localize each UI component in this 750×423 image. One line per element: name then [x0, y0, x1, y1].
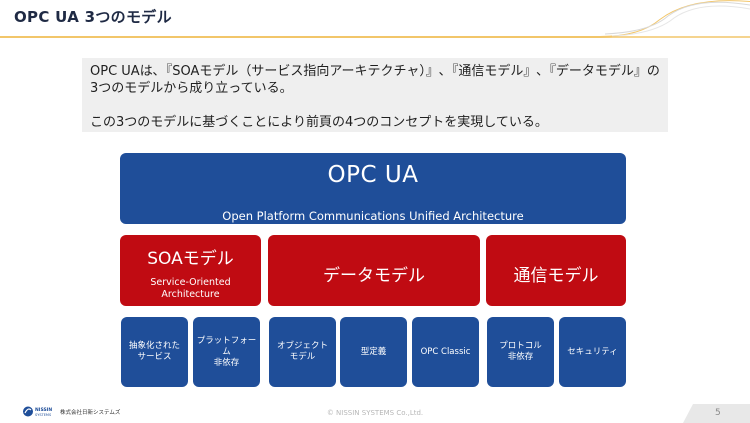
page-number-tab [683, 404, 750, 423]
item-platform-independent: プラットフォー ム 非依存 [193, 317, 260, 387]
header-decoration [0, 0, 750, 38]
soa-model-title: SOAモデル [147, 249, 234, 269]
item-label: OPC Classic [420, 346, 471, 357]
intro-text-box: OPC UAは､『SOAモデル（サービス指向アーキテクチャ）』､『通信モデル』､… [82, 58, 668, 132]
page-title: OPC UA 3つのモデル [14, 8, 172, 26]
communication-model-box: 通信モデル [486, 235, 626, 306]
item-label: オブジェクト モデル [276, 341, 328, 362]
item-security: セキュリティ [559, 317, 626, 387]
item-abstract-service: 抽象化された サービス [121, 317, 188, 387]
item-type-definition: 型定義 [340, 317, 407, 387]
soa-model-subtitle: Service-Oriented Architecture [120, 277, 261, 301]
nissin-logo-icon: NISSIN SYSTEMS [23, 406, 52, 417]
data-model-title: データモデル [323, 266, 425, 286]
item-opc-classic: OPC Classic [412, 317, 479, 387]
data-model-box: データモデル [268, 235, 480, 306]
item-label: 抽象化された サービス [128, 341, 180, 362]
opc-ua-subtitle: Open Platform Communications Unified Arc… [222, 209, 524, 223]
item-object-model: オブジェクト モデル [269, 317, 336, 387]
opc-ua-box: OPC UA Open Platform Communications Unif… [120, 153, 626, 224]
item-protocol-independent: プロトコル 非依存 [487, 317, 554, 387]
soa-subtitle-line-2: Architecture [161, 289, 220, 300]
item-label: プラットフォー ム 非依存 [196, 335, 257, 368]
item-label: プロトコル 非依存 [499, 341, 542, 362]
communication-model-title: 通信モデル [513, 266, 599, 286]
intro-line-1: OPC UAは､『SOAモデル（サービス指向アーキテクチャ）』､『通信モデル』､… [90, 64, 660, 79]
svg-text:SYSTEMS: SYSTEMS [35, 413, 52, 417]
copyright-text: © NISSIN SYSTEMS Co.,Ltd. [326, 409, 424, 417]
intro-line-3: この3つのモデルに基づくことにより前頁の4つのコンセプトを実現している。 [90, 115, 548, 130]
company-logo: NISSIN SYSTEMS 株式会社日新システムズ [22, 405, 120, 418]
opc-ua-title: OPC UA [327, 162, 419, 188]
soa-model-box: SOAモデル Service-Oriented Architecture [120, 235, 261, 306]
soa-subtitle-line-1: Service-Oriented [150, 277, 231, 288]
svg-text:NISSIN: NISSIN [35, 407, 52, 413]
item-label: 型定義 [360, 346, 387, 357]
page-number: 5 [715, 408, 721, 418]
item-label: セキュリティ [567, 346, 618, 357]
intro-line-2: 3つのモデルから成り立っている。 [90, 81, 293, 96]
company-name: 株式会社日新システムズ [60, 409, 121, 416]
